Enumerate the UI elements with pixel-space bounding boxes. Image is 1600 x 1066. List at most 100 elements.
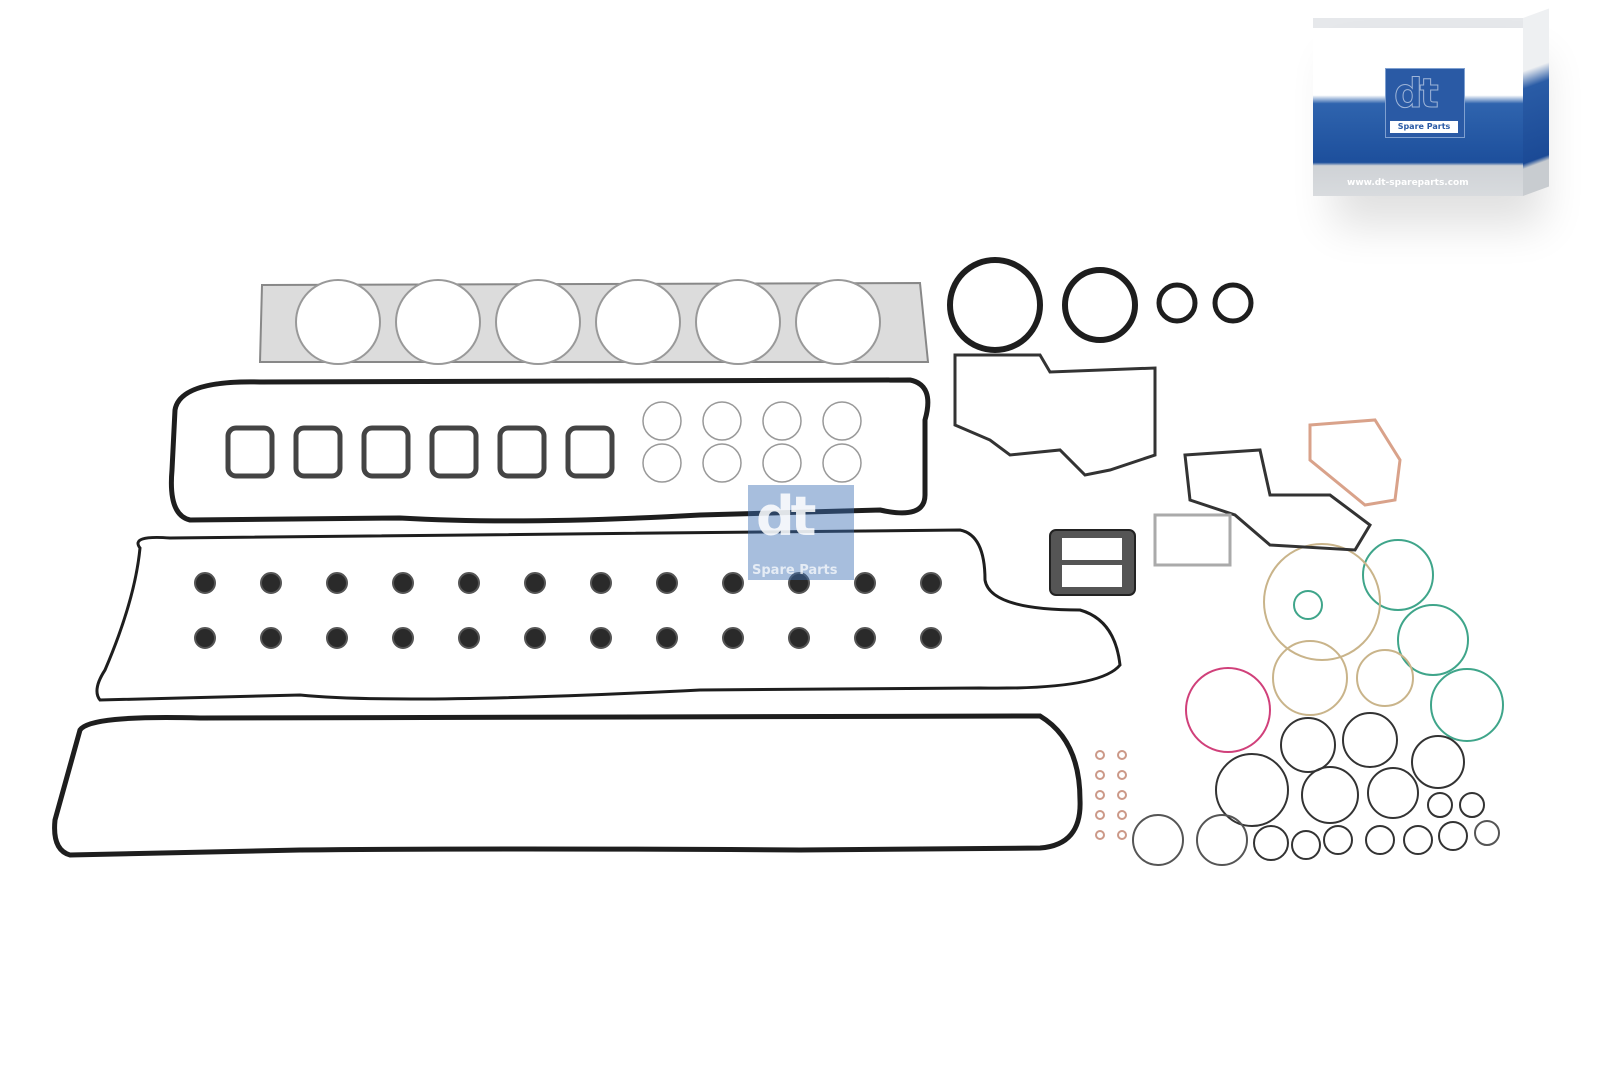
valve-stem-seal xyxy=(458,627,480,649)
shaft-seal xyxy=(1156,282,1198,324)
o-ring xyxy=(702,443,742,483)
valve-stem-seal xyxy=(392,627,414,649)
cylinder-head-gasket xyxy=(258,279,930,365)
valve-stem-seal xyxy=(854,627,876,649)
valve-stem-seal xyxy=(458,572,480,594)
o-ring xyxy=(1397,604,1469,676)
cylinder-bore xyxy=(395,279,481,365)
valve-stem-seal xyxy=(656,627,678,649)
copper-washer xyxy=(1117,790,1127,800)
brand-logo: dt Spare Parts xyxy=(1385,68,1465,138)
o-ring xyxy=(1403,825,1433,855)
o-ring xyxy=(1459,792,1485,818)
cylinder-bore xyxy=(695,279,781,365)
manifold-gasket xyxy=(497,425,547,479)
o-ring xyxy=(1427,792,1453,818)
o-ring xyxy=(1323,825,1353,855)
o-ring xyxy=(822,443,862,483)
timing-cover-gasket xyxy=(953,353,1157,477)
o-ring xyxy=(1132,814,1184,866)
valve-stem-seal xyxy=(524,572,546,594)
valve-stem-seal xyxy=(656,572,678,594)
o-ring xyxy=(1365,825,1395,855)
valve-stem-seal xyxy=(260,572,282,594)
o-ring xyxy=(1362,539,1434,611)
copper-washer xyxy=(1095,810,1105,820)
water-pump-gasket xyxy=(1183,448,1372,552)
copper-washer xyxy=(1117,830,1127,840)
copper-washer xyxy=(1117,750,1127,760)
cylinder-bore xyxy=(495,279,581,365)
o-ring xyxy=(1356,649,1414,707)
copper-washer xyxy=(1095,830,1105,840)
o-ring xyxy=(1196,814,1248,866)
flange-gasket-silver xyxy=(1153,513,1232,567)
flange-gasket-copper xyxy=(1308,418,1402,507)
shaft-seal xyxy=(1062,267,1138,343)
valve-stem-seal xyxy=(722,627,744,649)
o-ring xyxy=(1185,667,1271,753)
product-box: dt Spare Parts www.dt-spareparts.com xyxy=(1313,8,1549,196)
o-ring xyxy=(1263,543,1381,661)
o-ring xyxy=(822,401,862,441)
seals-and-rings xyxy=(194,257,1504,866)
o-ring xyxy=(1215,753,1289,827)
o-ring xyxy=(1272,640,1348,716)
o-ring xyxy=(1280,717,1336,773)
o-ring xyxy=(1253,825,1289,861)
valve-cover-gasket xyxy=(168,377,931,524)
o-ring xyxy=(642,443,682,483)
valve-stem-seal xyxy=(194,572,216,594)
valve-stem-seal xyxy=(194,627,216,649)
cylinder-bore xyxy=(295,279,381,365)
watermark-logo-mark: dt xyxy=(756,485,817,548)
valve-stem-seal xyxy=(260,627,282,649)
manifold-gasket xyxy=(293,425,343,479)
brand-website: www.dt-spareparts.com xyxy=(1347,178,1469,188)
valve-stem-seal xyxy=(524,627,546,649)
valve-stem-seal xyxy=(326,627,348,649)
watermark-subtitle: Spare Parts xyxy=(752,563,838,578)
o-ring xyxy=(1301,766,1359,824)
copper-washer xyxy=(1095,790,1105,800)
manifold-gasket xyxy=(225,425,275,479)
valve-stem-seal xyxy=(788,572,810,594)
o-ring xyxy=(1430,668,1504,742)
sump-gasket xyxy=(52,713,1083,858)
valve-stem-seal xyxy=(326,572,348,594)
o-ring xyxy=(1438,821,1468,851)
o-ring xyxy=(1367,767,1419,819)
cylinder-bore xyxy=(595,279,681,365)
valve-stem-seal xyxy=(788,627,810,649)
valve-stem-seal xyxy=(392,572,414,594)
o-ring xyxy=(1291,830,1321,860)
o-ring xyxy=(702,401,742,441)
valve-stem-seal xyxy=(920,572,942,594)
valve-stem-seal xyxy=(722,572,744,594)
valve-stem-seal xyxy=(854,572,876,594)
brand-logo-subtitle: Spare Parts xyxy=(1390,121,1458,133)
valve-stem-seal xyxy=(590,572,612,594)
valve-stem-seal xyxy=(590,627,612,649)
manifold-gasket xyxy=(429,425,479,479)
o-ring xyxy=(1474,820,1500,846)
copper-washer xyxy=(1095,770,1105,780)
o-ring xyxy=(762,401,802,441)
brand-logo-mark: dt xyxy=(1394,71,1440,118)
manifold-gasket xyxy=(361,425,411,479)
o-ring xyxy=(1411,735,1465,789)
oil-pan-gasket xyxy=(95,528,1122,702)
copper-washer xyxy=(1117,810,1127,820)
product-box-front: dt Spare Parts www.dt-spareparts.com xyxy=(1313,28,1523,196)
watermark-logo: dt Spare Parts xyxy=(748,485,854,580)
o-ring xyxy=(642,401,682,441)
cylinder-bore xyxy=(795,279,881,365)
shaft-seal xyxy=(947,257,1043,353)
valve-stem-seal xyxy=(920,627,942,649)
copper-washer xyxy=(1117,770,1127,780)
o-ring xyxy=(762,443,802,483)
manifold-gasket xyxy=(565,425,615,479)
o-ring xyxy=(1342,712,1398,768)
o-ring xyxy=(1293,590,1323,620)
